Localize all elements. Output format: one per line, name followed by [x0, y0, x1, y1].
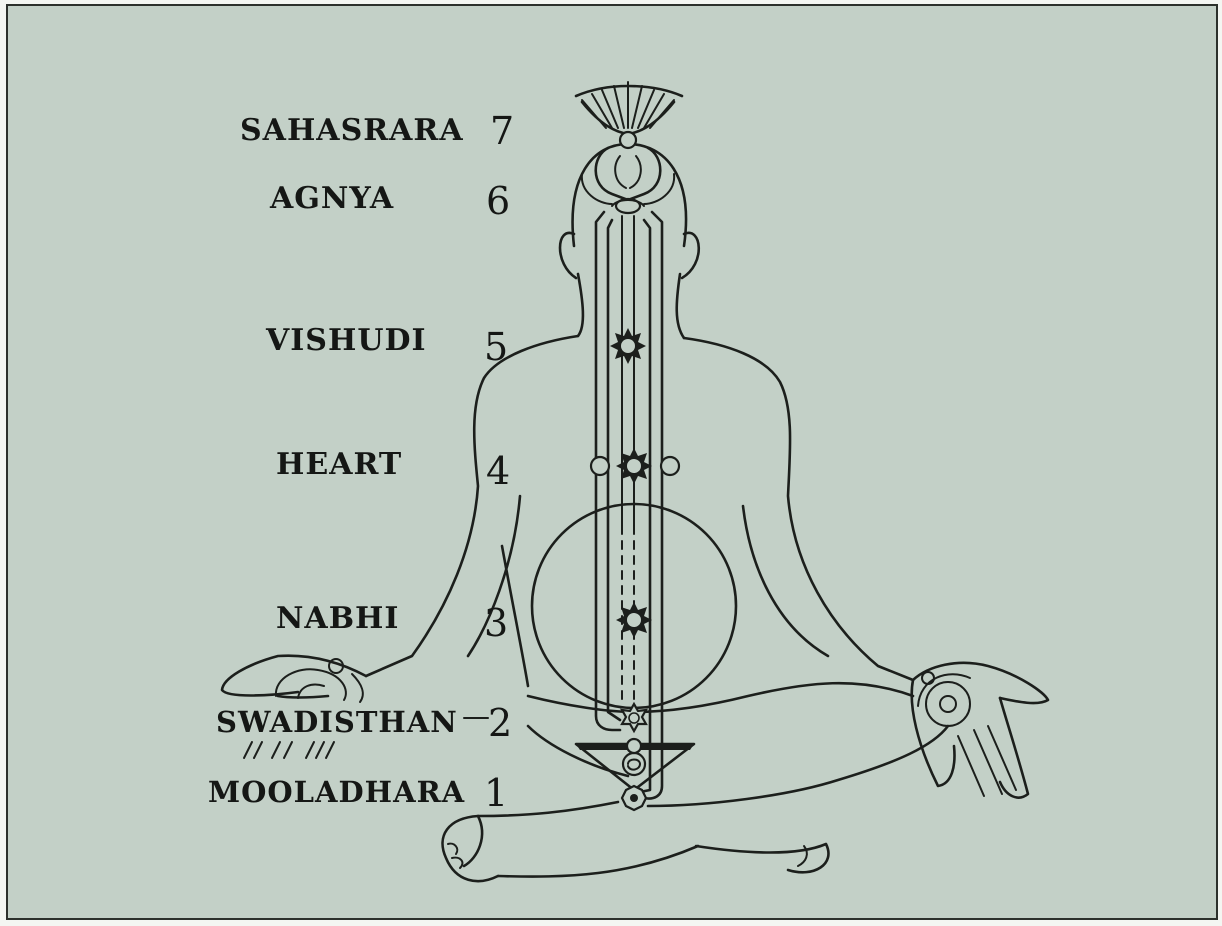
left-hand-finger-marks — [244, 742, 334, 758]
sahasrara-lotus — [576, 82, 682, 204]
vishudi-chakra — [610, 328, 646, 364]
chakra-diagram-frame: SAHASRARA 7 AGNYA 6 VISHUDI 5 HEART 4 NA… — [6, 4, 1218, 920]
mooladhara-chakra — [622, 786, 646, 810]
number-heart: 4 — [486, 452, 510, 490]
label-mooladhara: MOOLADHARA — [208, 778, 465, 807]
agnya-chakra — [612, 199, 644, 213]
heart-chakra — [591, 448, 679, 484]
label-vishudi: VISHUDI — [266, 326, 427, 356]
number-vishudi: 5 — [484, 328, 508, 366]
number-mooladhara: 1 — [484, 774, 508, 812]
label-agnya: AGNYA — [270, 184, 394, 214]
number-swadisthan: 2 — [488, 704, 512, 742]
number-sahasrara: 7 — [490, 112, 514, 150]
label-sahasrara: SAHASRARA — [240, 116, 464, 146]
label-swadisthan: SWADISTHAN — [216, 708, 458, 737]
label-nabhi: NABHI — [276, 604, 399, 634]
label-heart: HEART — [276, 450, 402, 480]
number-agnya: 6 — [486, 182, 510, 220]
meditating-figure-illustration — [8, 6, 1218, 920]
number-nabhi: 3 — [484, 604, 508, 642]
nabhi-chakra — [616, 602, 652, 638]
